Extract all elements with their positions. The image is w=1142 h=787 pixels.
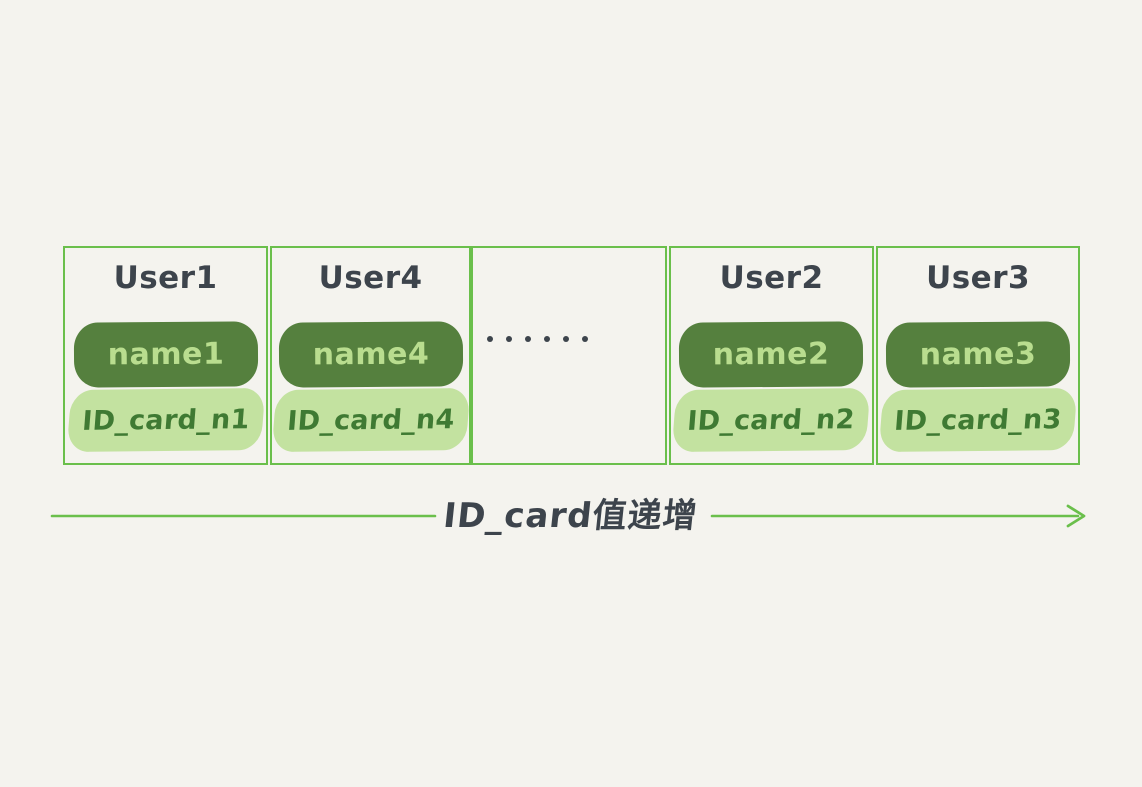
name-pill: name4 bbox=[278, 321, 464, 388]
axis-label: ID_card值递增 bbox=[441, 496, 700, 536]
ellipsis-icon bbox=[487, 336, 589, 342]
table-cell-user4: User4 name4 ID_card_n4 bbox=[270, 246, 472, 465]
table-cell-user1: User1 name1 ID_card_n1 bbox=[63, 246, 269, 465]
table-cell-user2: User2 name2 ID_card_n2 bbox=[668, 246, 874, 465]
user-record-table: User1 name1 ID_card_n1 User4 name4 ID_ca… bbox=[63, 246, 1080, 465]
id-card-pill: ID_card_n2 bbox=[671, 387, 871, 453]
ellipsis-dot bbox=[563, 336, 570, 342]
ellipsis-dot bbox=[544, 336, 551, 342]
cell-title: User1 bbox=[113, 260, 218, 296]
id-card-order-axis: ID_card值递增 bbox=[40, 478, 1102, 556]
table-cell-user3: User3 name3 ID_card_n3 bbox=[875, 246, 1080, 465]
id-card-pill: ID_card_n3 bbox=[878, 387, 1078, 453]
axis-arrow-icon bbox=[50, 504, 1086, 528]
ellipsis-dot bbox=[506, 336, 513, 342]
ellipsis-dot bbox=[487, 336, 494, 342]
id-card-pill: ID_card_n4 bbox=[271, 387, 471, 453]
id-card-pill: ID_card_n1 bbox=[66, 387, 265, 453]
table-cell-omitted bbox=[471, 246, 667, 465]
ellipsis-dot bbox=[525, 336, 532, 342]
name-pill: name3 bbox=[885, 321, 1071, 388]
cell-title: User2 bbox=[718, 260, 824, 296]
ellipsis-dot bbox=[582, 336, 589, 342]
cell-title: User4 bbox=[318, 260, 424, 296]
cell-title: User3 bbox=[925, 260, 1031, 296]
name-pill: name2 bbox=[678, 321, 864, 388]
name-pill: name1 bbox=[73, 321, 258, 388]
